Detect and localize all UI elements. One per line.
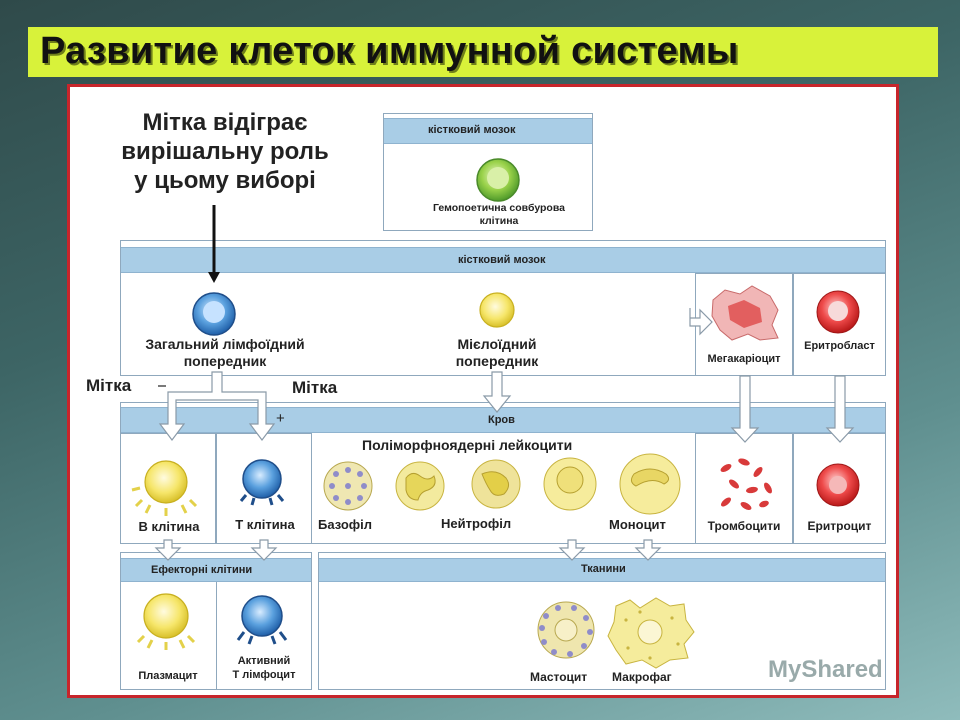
b-cell-label: В клітина xyxy=(138,519,200,534)
t-cell xyxy=(239,459,285,506)
tissues-label: Тканини xyxy=(581,563,626,575)
basophil-label: Базофіл xyxy=(318,517,373,532)
megakaryocyte-label: Мегакаріоцит xyxy=(707,353,781,365)
neutrophil-label: Нейтрофіл xyxy=(441,516,512,531)
b-cell xyxy=(131,460,198,516)
lymphoid-label-line-2: попередник xyxy=(183,353,267,369)
myeloid-label: Мієлоїдний попередник xyxy=(430,336,564,370)
myeloid-label-line-2: попередник xyxy=(455,353,539,369)
lymphoid-label: Загальний лімфоїдний попередник xyxy=(122,336,328,370)
macrophage-cell xyxy=(607,597,695,669)
effector-divider xyxy=(216,582,217,690)
plasma-cell xyxy=(136,593,196,650)
platelets-box xyxy=(695,433,793,544)
erythro-arrow xyxy=(825,375,855,443)
erythrocyte-label: Еритроцит xyxy=(807,519,872,533)
title-bar xyxy=(28,27,938,77)
myeloid-cell xyxy=(479,292,515,328)
effector-label: Ефекторні клітини xyxy=(151,564,253,576)
platelets-label: Тромбоцити xyxy=(707,519,781,533)
active-t-label: Активний Т лімфоцит xyxy=(218,654,310,682)
active-t-label-line-1: Активний xyxy=(237,655,291,667)
mark-right-label: Мітка xyxy=(292,378,338,397)
blood-label: Кров xyxy=(488,414,515,426)
hsc-label-line-1: Гемопоетична совбурова xyxy=(432,202,565,214)
lymphoid-split-arrow xyxy=(158,371,276,441)
bone-marrow-label: кістковий мозок xyxy=(458,254,546,266)
hsc-label-line-2: клітина xyxy=(479,215,519,227)
bone-marrow-top-label: кістковий мозок xyxy=(428,124,516,136)
tissues-band xyxy=(319,558,885,582)
platelets-cells xyxy=(720,458,772,510)
basophil-cell xyxy=(323,461,373,511)
t-cell-label: Т клітина xyxy=(235,517,295,532)
granulocyte-cell xyxy=(471,459,521,509)
mega-platelet-arrow xyxy=(730,375,760,443)
note-line-3: у цьому виборі xyxy=(134,167,316,194)
note-arrow xyxy=(208,205,220,283)
mast-label: Мастоцит xyxy=(530,670,588,684)
note-line-1: Мітка відіграє xyxy=(142,109,308,136)
pmn-label: Поліморфноядерні лейкоцити xyxy=(362,437,573,453)
monocyte-cell xyxy=(619,453,681,515)
watermark-logo: MyShared xyxy=(768,656,883,683)
hsc-label: Гемопоетична совбурова клітина xyxy=(410,202,588,228)
active-t-label-line-2: Т лімфоцит xyxy=(232,669,296,681)
bone-marrow-band xyxy=(121,247,885,273)
active-t-cell xyxy=(236,595,288,645)
plus-mark: + xyxy=(276,410,285,427)
myeloid-down-arrow xyxy=(482,371,512,413)
tissue-arrow-2 xyxy=(634,539,662,561)
mast-cell xyxy=(537,601,595,659)
t-effector-arrow xyxy=(250,539,278,561)
lymphoid-nucleus xyxy=(203,301,225,323)
tissue-arrow-1 xyxy=(558,539,586,561)
page-title: Развитие клеток иммунной системы xyxy=(40,30,739,72)
erythrocyte-center xyxy=(829,476,847,494)
megakaryocyte-nucleus xyxy=(728,300,762,328)
lymphoid-label-line-1: Загальний лімфоїдний xyxy=(145,336,305,352)
erythroblast-nucleus xyxy=(828,301,848,321)
effector-band xyxy=(121,558,311,582)
monocyte-cell-small xyxy=(543,457,597,511)
plasma-label: Плазмацит xyxy=(138,670,198,682)
myeloid-label-line-1: Мієлоїдний xyxy=(457,336,537,352)
neutrophil-cell xyxy=(395,461,445,511)
flow-arrows xyxy=(154,308,855,561)
b-effector-arrow xyxy=(154,539,182,561)
bone-marrow-top-band xyxy=(384,118,592,144)
macrophage-label: Макрофаг xyxy=(612,670,672,684)
erythroblast-label: Еритробласт xyxy=(804,340,875,352)
monocyte-label: Моноцит xyxy=(609,517,666,532)
hsc-nucleus xyxy=(487,167,509,189)
mark-left-label: Мітка xyxy=(86,376,132,395)
note-line-2: вирішальну роль xyxy=(121,138,329,165)
to-mega-arrow xyxy=(689,308,713,336)
note-text: Мітка відіграє вирішальну роль у цьому в… xyxy=(90,108,360,195)
